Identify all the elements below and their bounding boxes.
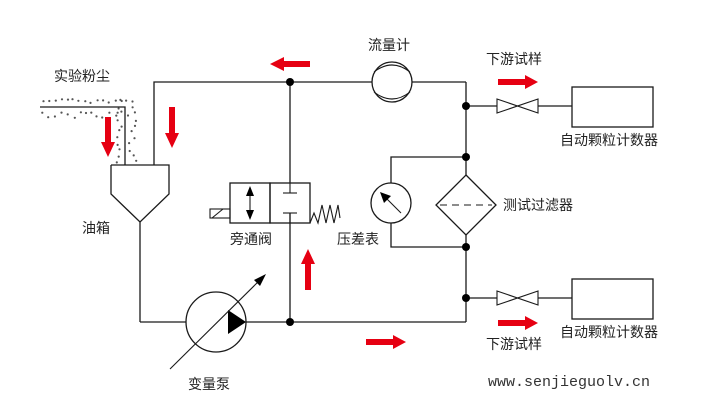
dust-particle bbox=[128, 149, 131, 153]
dust-particle bbox=[95, 115, 98, 118]
sample-valve-top bbox=[496, 98, 539, 114]
dust-particle bbox=[115, 161, 118, 164]
particle-counter-top bbox=[571, 86, 654, 128]
flow-arrow-sample-bottom-right bbox=[498, 316, 538, 330]
junction-node bbox=[286, 78, 294, 86]
dust-particle bbox=[116, 143, 119, 146]
variable-pump bbox=[169, 274, 266, 370]
test-filter bbox=[435, 174, 497, 236]
dust-particle bbox=[41, 111, 44, 114]
flow-arrow-dust-down bbox=[101, 117, 115, 157]
dust-particle bbox=[128, 142, 131, 145]
flow-arrow-bypass-up bbox=[301, 249, 315, 290]
dust-particle bbox=[90, 111, 93, 114]
dust-particle bbox=[126, 114, 130, 117]
sample-bottom-label: 下游试样 bbox=[486, 337, 542, 353]
dust-particle bbox=[118, 129, 121, 132]
dust-particle bbox=[60, 111, 63, 114]
dust-particle bbox=[89, 101, 92, 104]
dust-particle bbox=[84, 111, 88, 115]
pump-adjust-arrowhead bbox=[254, 274, 266, 286]
dust-particle bbox=[66, 98, 70, 101]
oil-tank-label: 油箱 bbox=[82, 221, 110, 237]
dust-particle bbox=[117, 155, 120, 158]
junction-node bbox=[462, 153, 470, 161]
dust-particle bbox=[79, 111, 82, 114]
dust-particle bbox=[133, 124, 137, 127]
gauge-line-top bbox=[390, 156, 466, 183]
gauge-line-bottom bbox=[390, 223, 466, 248]
pump-direction-triangle bbox=[228, 310, 246, 334]
dust-particle bbox=[47, 116, 50, 119]
dust-particle bbox=[60, 98, 64, 101]
flow-arrow-return-down bbox=[165, 107, 179, 148]
dust-particle bbox=[96, 99, 99, 102]
dust-label: 实验粉尘 bbox=[54, 69, 110, 85]
dust-particle bbox=[117, 107, 120, 110]
junction-node bbox=[286, 318, 294, 326]
dust-particle bbox=[116, 111, 119, 114]
dust-particle bbox=[131, 100, 134, 103]
dust-particle bbox=[116, 136, 119, 139]
dust-particle bbox=[116, 119, 119, 122]
dust-particle bbox=[134, 119, 137, 122]
dust-particle bbox=[133, 137, 136, 140]
flow-meter bbox=[371, 61, 413, 103]
dust-particle bbox=[133, 111, 136, 114]
dust-particle bbox=[84, 100, 87, 103]
diff-pressure-gauge-label: 压差表 bbox=[337, 232, 379, 248]
junction-node bbox=[462, 243, 470, 251]
dust-particle bbox=[108, 111, 111, 114]
sample-top-label: 下游试样 bbox=[486, 52, 542, 68]
diff-pressure-gauge bbox=[370, 182, 412, 224]
return-line bbox=[153, 81, 372, 165]
flow-arrow-top-left bbox=[270, 57, 310, 71]
dust-particle bbox=[132, 154, 135, 157]
flow-meter-label: 流量计 bbox=[368, 38, 410, 54]
dust-particle bbox=[48, 99, 51, 103]
dust-particle bbox=[102, 99, 105, 102]
junction-node bbox=[462, 102, 470, 110]
dust-particle bbox=[77, 99, 80, 102]
dust-particle bbox=[107, 101, 110, 104]
dust-particle bbox=[131, 106, 134, 109]
dust-particle bbox=[125, 99, 128, 102]
bypass-valve bbox=[209, 182, 341, 225]
dust-particle bbox=[118, 148, 121, 151]
dust-particle bbox=[120, 99, 123, 103]
particle-counter-bottom-label: 自动颗粒计数器 bbox=[560, 325, 658, 341]
dust-particle bbox=[114, 99, 117, 102]
dust-particle bbox=[101, 116, 104, 119]
dust-particle bbox=[135, 159, 138, 162]
dust-particle bbox=[71, 98, 74, 101]
dust-particle bbox=[120, 125, 123, 128]
dust-particle bbox=[66, 113, 69, 116]
dust-particles bbox=[41, 98, 138, 164]
dust-particle bbox=[53, 115, 57, 118]
sample-valve-bottom bbox=[496, 290, 539, 306]
oil-tank bbox=[110, 164, 170, 322]
junction-node bbox=[462, 294, 470, 302]
dust-particle bbox=[130, 130, 133, 133]
variable-pump-label: 变量泵 bbox=[188, 377, 230, 393]
dust-particle bbox=[73, 116, 76, 119]
flow-arrow-bottom-right bbox=[366, 335, 406, 349]
dust-particle bbox=[42, 100, 45, 103]
watermark-url: www.senjieguolv.cn bbox=[488, 374, 650, 391]
dust-particle bbox=[115, 114, 118, 117]
particle-counter-bottom bbox=[571, 278, 654, 320]
particle-counter-top-label: 自动颗粒计数器 bbox=[560, 133, 658, 149]
flow-arrow-sample-top-right bbox=[498, 75, 538, 89]
dust-input-pipe bbox=[40, 106, 126, 165]
dust-particle bbox=[54, 99, 57, 102]
dust-particle bbox=[120, 110, 123, 113]
flow-arrows bbox=[101, 57, 538, 349]
bypass-valve-label: 旁通阀 bbox=[230, 231, 272, 248]
test-filter-label: 测试过滤器 bbox=[503, 198, 573, 214]
